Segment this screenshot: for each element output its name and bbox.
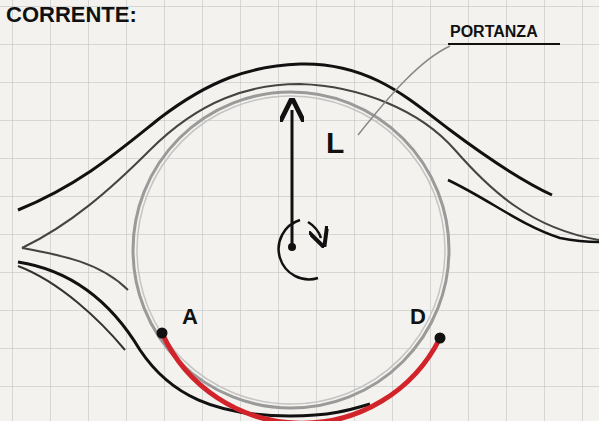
- lift-label: PORTANZA: [450, 24, 538, 40]
- point-a-dot: [157, 328, 168, 339]
- point-label: D: [410, 306, 426, 328]
- rotation-arc: [279, 220, 318, 279]
- heading-note: CORRENTE:: [6, 4, 137, 26]
- lower-streamline: [18, 262, 370, 416]
- upper-streamline: [18, 64, 552, 210]
- leader-line: [358, 46, 450, 135]
- point-label: A: [182, 306, 198, 328]
- cylinder-inner-stroke: [137, 96, 445, 404]
- underline: [448, 43, 560, 45]
- lower-streamline-inner: [18, 266, 125, 350]
- lift-symbol: L: [326, 128, 344, 158]
- center-dot: [288, 243, 296, 251]
- red-arc: [162, 333, 440, 421]
- wake-streamline: [448, 180, 599, 242]
- point-d-dot: [435, 333, 446, 344]
- rotation-arrow: [308, 222, 321, 238]
- upper-streamline-inner: [22, 84, 599, 248]
